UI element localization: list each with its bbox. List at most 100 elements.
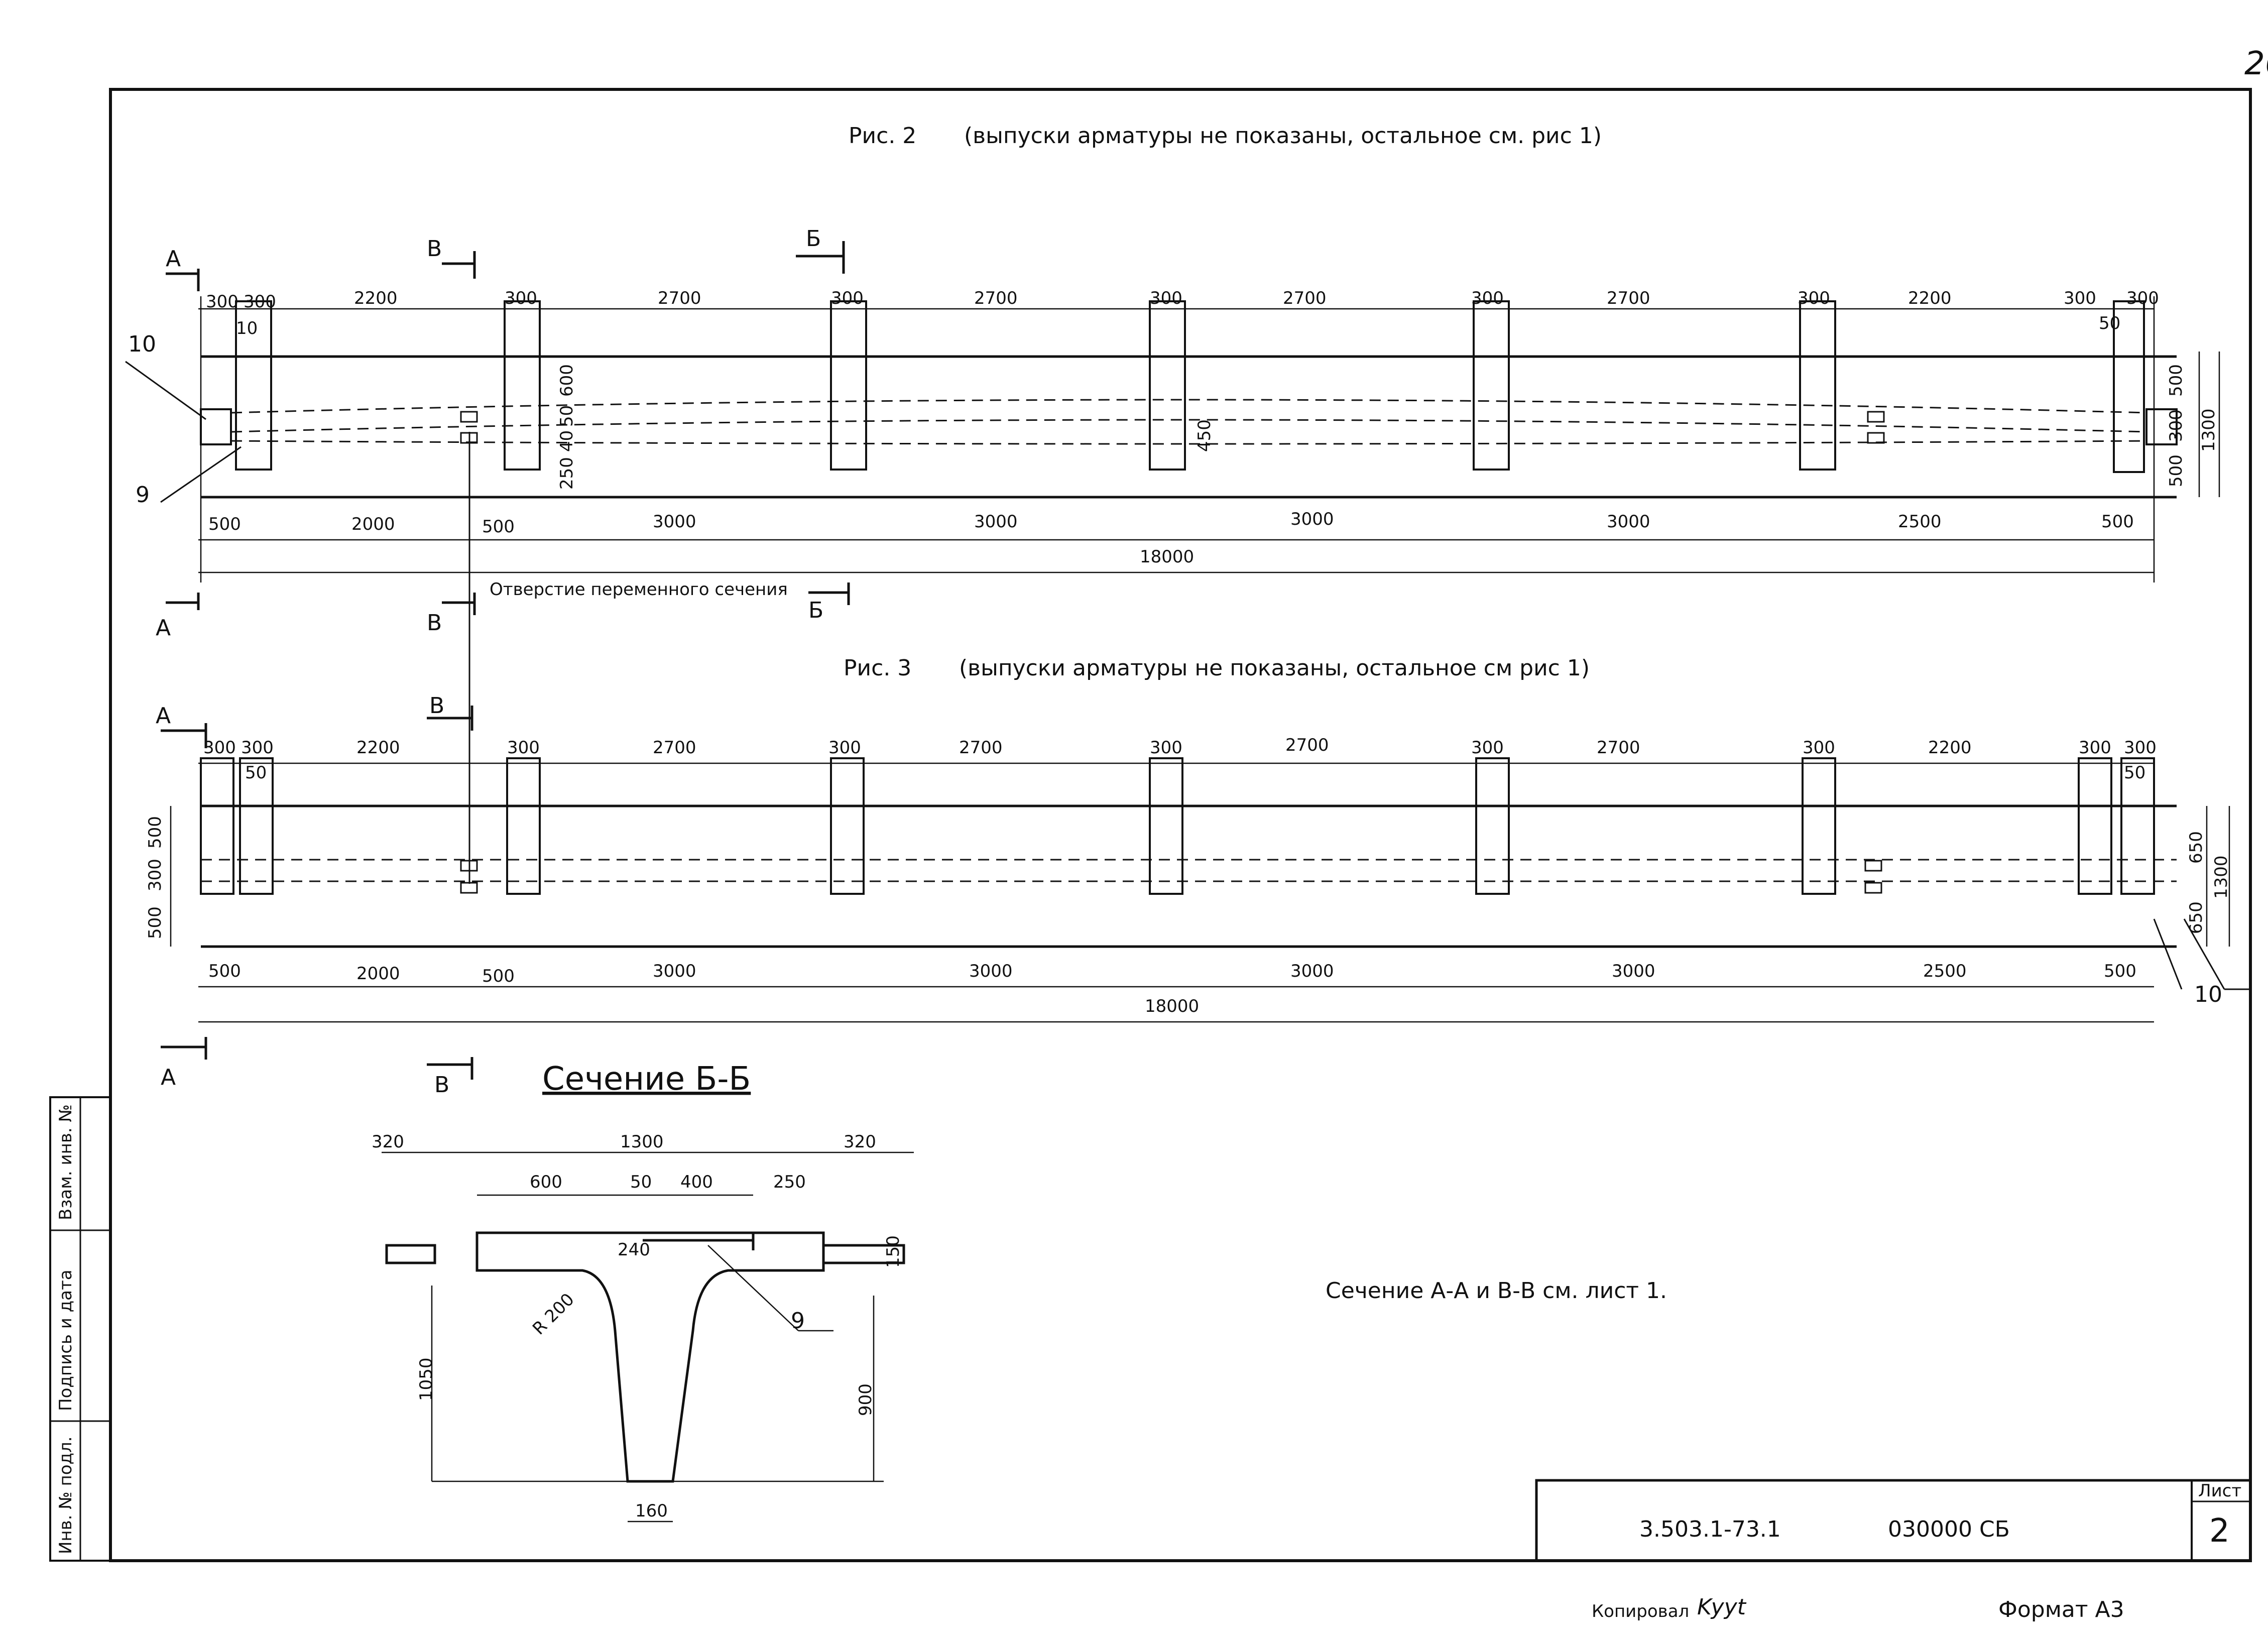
fig2-right-dims: 500 300 500 1300 xyxy=(2166,364,2219,487)
svg-text:2000: 2000 xyxy=(356,964,400,984)
svg-text:В: В xyxy=(434,1072,449,1098)
svg-text:2700: 2700 xyxy=(959,738,1003,758)
signature: Kyyt xyxy=(1697,1594,1747,1620)
svg-text:1300: 1300 xyxy=(620,1132,664,1152)
fig3-total-dim: 18000 xyxy=(1145,996,1199,1016)
svg-text:300: 300 xyxy=(831,288,864,308)
svg-text:300: 300 xyxy=(241,738,274,758)
note-aa: Сечение А-А и В-В см. лист 1. xyxy=(1326,1278,1667,1304)
side-stamp-labels: Взам. инв. № Подпись и дата Инв. № подл. xyxy=(56,1104,76,1554)
svg-text:2200: 2200 xyxy=(1908,288,1952,308)
svg-text:В: В xyxy=(427,236,442,262)
svg-text:320: 320 xyxy=(844,1132,876,1152)
svg-text:Взам. инв. №: Взам. инв. № xyxy=(56,1104,76,1220)
svg-text:2000: 2000 xyxy=(351,514,395,534)
copied-label: Копировал xyxy=(1592,1601,1689,1621)
svg-text:400: 400 xyxy=(680,1172,713,1192)
fig3-note: (выпуски арматуры не показаны, остальное… xyxy=(959,655,1590,681)
fig3-top-dims: 300 300 2200 300 2700 300 2700 300 2700 … xyxy=(203,735,2157,758)
svg-text:650: 650 xyxy=(2186,831,2206,864)
svg-text:300: 300 xyxy=(507,738,540,758)
fig2-section-labels: А А В В Б Б xyxy=(156,226,823,641)
fig3-bottom-dims: 500 2000 500 3000 3000 3000 3000 2500 50… xyxy=(208,961,2136,986)
svg-text:500: 500 xyxy=(145,906,165,939)
svg-text:450: 450 xyxy=(1195,419,1215,452)
fig2-total-dim: 18000 xyxy=(1140,547,1194,567)
doc-number: 030000 СБ xyxy=(1888,1517,2010,1542)
drawing-frame xyxy=(109,88,2252,1562)
callout-9-section: 9 xyxy=(791,1308,805,1334)
fig3-left-dims: 500 300 500 xyxy=(145,816,165,939)
svg-text:2200: 2200 xyxy=(354,288,398,308)
svg-text:150: 150 xyxy=(883,1235,903,1268)
svg-text:3000: 3000 xyxy=(1612,961,1655,981)
svg-text:R 200: R 200 xyxy=(529,1290,578,1339)
svg-text:50: 50 xyxy=(2099,313,2120,333)
fig2-bottom-dims: 500 2000 500 3000 3000 3000 3000 2500 50… xyxy=(208,509,2134,537)
svg-text:900: 900 xyxy=(856,1383,876,1416)
svg-text:3000: 3000 xyxy=(1290,509,1334,529)
fig2-hole-dashes xyxy=(230,399,2147,445)
svg-text:2700: 2700 xyxy=(658,288,701,308)
fig3-hole-dashes xyxy=(201,859,2177,882)
svg-text:А: А xyxy=(166,246,181,272)
svg-text:40: 40 xyxy=(557,430,577,452)
sheet-label: Лист xyxy=(2198,1481,2241,1501)
sheet-number: 2 xyxy=(2209,1512,2230,1550)
svg-text:300: 300 xyxy=(828,738,861,758)
fig3-section-marks xyxy=(161,706,473,1080)
svg-text:В: В xyxy=(427,610,442,636)
callout-9-fig2: 9 xyxy=(136,482,150,508)
svg-text:300: 300 xyxy=(1150,738,1182,758)
svg-text:300: 300 xyxy=(1471,738,1504,758)
svg-text:50: 50 xyxy=(2124,763,2145,783)
svg-text:2500: 2500 xyxy=(1898,512,1942,532)
fig2-left-dims: 600 50 40 250 450 50 10 xyxy=(236,313,2120,490)
svg-text:3000: 3000 xyxy=(969,961,1013,981)
fig2-top-dims: 300 300 2200 300 2700 300 2700 300 2700 … xyxy=(206,288,2159,312)
svg-text:1050: 1050 xyxy=(416,1357,436,1401)
svg-text:3000: 3000 xyxy=(1290,961,1334,981)
svg-text:10: 10 xyxy=(236,318,258,338)
svg-text:2700: 2700 xyxy=(1285,735,1329,755)
fig3-title: Рис. 3 xyxy=(844,655,911,681)
svg-text:1300: 1300 xyxy=(2199,408,2219,452)
svg-text:500: 500 xyxy=(145,816,165,849)
svg-text:2200: 2200 xyxy=(356,738,400,758)
svg-text:Б: Б xyxy=(808,598,823,623)
svg-text:А: А xyxy=(161,1065,176,1090)
svg-text:300: 300 xyxy=(203,738,236,758)
svg-text:300: 300 xyxy=(505,288,537,308)
section-bb-dim-labels: 320 1300 320 600 50 400 250 240 150 R 20… xyxy=(372,1132,903,1521)
svg-text:300: 300 xyxy=(1798,288,1830,308)
page-number: 26 xyxy=(2244,45,2268,82)
svg-text:500: 500 xyxy=(482,966,515,986)
svg-text:1300: 1300 xyxy=(2211,855,2231,899)
svg-text:Инв. № подл.: Инв. № подл. xyxy=(56,1436,76,1554)
svg-text:300: 300 xyxy=(1150,288,1182,308)
fig3-right-dims: 650 650 1300 50 50 xyxy=(245,763,2231,934)
fig3-dim-lines xyxy=(170,762,2230,1023)
svg-text:300: 300 xyxy=(206,292,238,312)
section-bb-dims xyxy=(382,1151,914,1523)
svg-text:300: 300 xyxy=(2126,288,2159,308)
fig2-beam xyxy=(200,300,2178,499)
svg-text:2700: 2700 xyxy=(1283,288,1327,308)
svg-text:300: 300 xyxy=(2079,738,2111,758)
svg-text:250: 250 xyxy=(773,1172,806,1192)
svg-text:300: 300 xyxy=(145,859,165,891)
svg-text:2700: 2700 xyxy=(1597,738,1640,758)
svg-text:300: 300 xyxy=(244,292,276,312)
svg-text:3000: 3000 xyxy=(653,512,696,532)
svg-text:50: 50 xyxy=(630,1172,652,1192)
svg-text:В: В xyxy=(429,693,444,719)
svg-text:240: 240 xyxy=(618,1240,650,1260)
callout-10-fig3: 10 xyxy=(2194,982,2222,1007)
svg-text:2500: 2500 xyxy=(1923,961,1967,981)
svg-text:3000: 3000 xyxy=(1607,512,1650,532)
svg-text:300: 300 xyxy=(1803,738,1835,758)
svg-text:500: 500 xyxy=(208,961,241,981)
svg-text:500: 500 xyxy=(2101,512,2134,532)
doc-code: 3.503.1-73.1 xyxy=(1639,1517,1781,1542)
svg-text:300: 300 xyxy=(2124,738,2157,758)
